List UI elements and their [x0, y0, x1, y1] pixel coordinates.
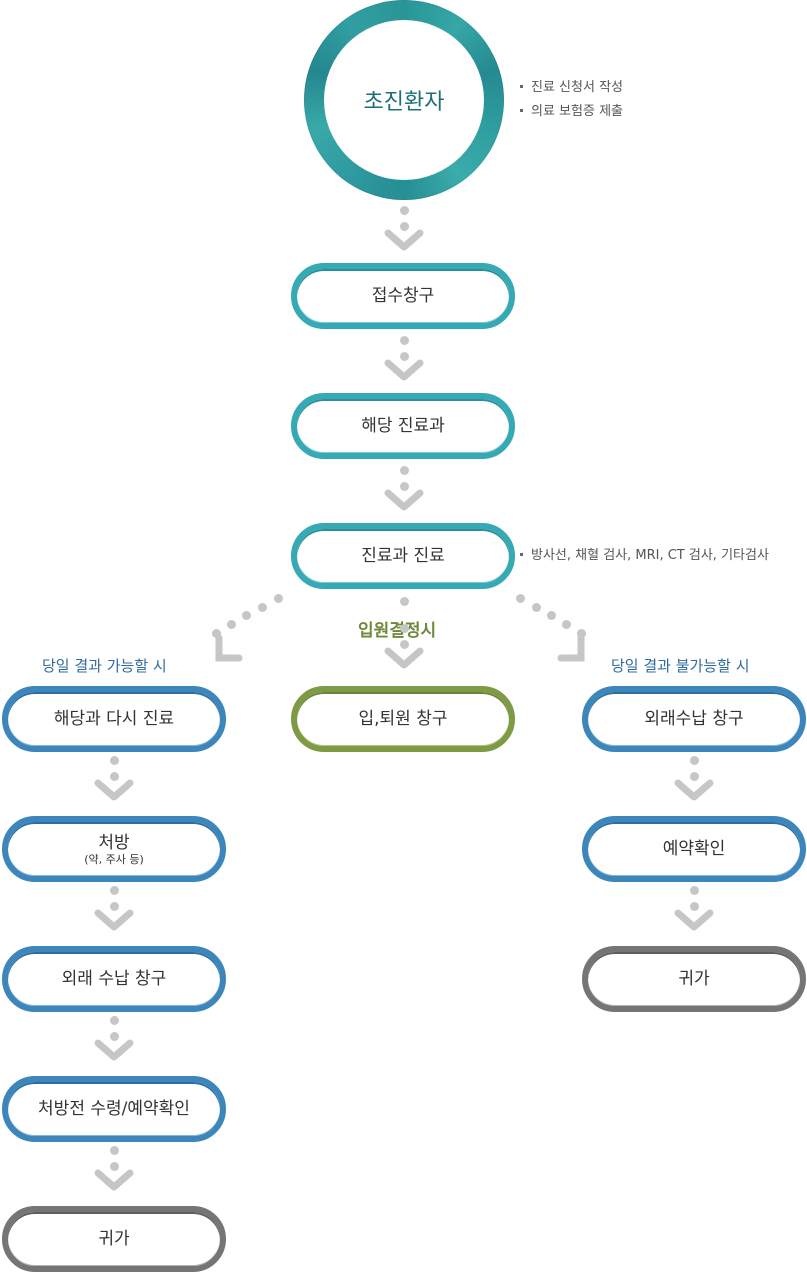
step-label: 외래 수납 창구 [61, 969, 167, 989]
step-label: 해당 진료과 [361, 416, 445, 436]
bullet-icon [520, 552, 523, 556]
connector-dot [689, 885, 699, 895]
connector-dot [109, 1145, 119, 1155]
connector-dot [241, 610, 251, 620]
step-sublabel: (약, 주사 등) [84, 852, 144, 866]
chevron-down-icon [674, 779, 714, 801]
connector-dot [399, 639, 409, 649]
consultation-note: 방사선, 채혈 검사, MRI, CT 검사, 기타검사 [520, 544, 769, 568]
step-label: 입,퇴원 창구 [358, 709, 448, 729]
chevron-down-icon [384, 489, 424, 511]
chevron-down-icon [94, 909, 134, 931]
left-step-receipt: 처방전 수령/예약확인 [2, 1076, 226, 1142]
chevron-down-icon [384, 647, 424, 669]
chevron-down-icon [674, 909, 714, 931]
connector-dot [399, 465, 409, 475]
connector-dot [109, 1015, 119, 1025]
connector-dot [531, 602, 541, 612]
bullet-icon [520, 84, 523, 88]
connector-dot [576, 628, 586, 638]
connector-dot [109, 885, 119, 895]
connector-dot [109, 1161, 119, 1171]
connector-dot [273, 593, 283, 603]
connector-dot [109, 755, 119, 765]
left-step-payment: 외래 수납 창구 [2, 946, 226, 1012]
connector-dot [399, 351, 409, 361]
start-note: 의료 보험증 제출 [520, 100, 623, 124]
left-step-reconsult: 해당과 다시 진료 [2, 686, 226, 752]
left-step-prescription: 처방 (약, 주사 등) [2, 816, 226, 882]
connector-dot [561, 619, 571, 629]
step-label: 진료과 진료 [361, 546, 445, 566]
right-branch-condition: 당일 결과 불가능할 시 [611, 657, 750, 675]
corner-arrow-icon [557, 634, 585, 662]
right-step-payment: 외래수납 창구 [582, 686, 806, 752]
connector-dot [399, 221, 409, 231]
step-label: 예약확인 [662, 839, 726, 859]
connector-dot [689, 771, 699, 781]
center-branch-condition: 입원결정시 [358, 621, 437, 641]
start-node-label: 초진환자 [363, 90, 445, 115]
connector-dot [399, 481, 409, 491]
step-label: 귀가 [98, 1229, 130, 1249]
step-label: 해당과 다시 진료 [53, 709, 175, 729]
bullet-icon [520, 108, 523, 112]
step-label: 외래수납 창구 [644, 709, 744, 729]
step-department: 해당 진료과 [291, 393, 515, 459]
connector-dot [211, 628, 221, 638]
corner-arrow-icon [215, 634, 243, 662]
step-label: 처방전 수령/예약확인 [38, 1099, 190, 1119]
connector-dot [689, 755, 699, 765]
connector-dot [399, 623, 409, 633]
start-note: 진료 신청서 작성 [520, 76, 623, 100]
left-step-go-home: 귀가 [2, 1206, 226, 1272]
connector-dot [109, 1031, 119, 1041]
start-notes: 진료 신청서 작성 의료 보험증 제출 [520, 76, 623, 124]
connector-dot [399, 205, 409, 215]
step-label: 접수창구 [371, 286, 435, 306]
center-step-admission: 입,퇴원 창구 [291, 686, 515, 752]
start-node-ring: 초진환자 [304, 0, 504, 200]
step-label: 귀가 [678, 969, 710, 989]
step-consultation: 진료과 진료 [291, 523, 515, 589]
step-reception: 접수창구 [291, 263, 515, 329]
connector-dot [399, 596, 409, 606]
right-step-go-home: 귀가 [582, 946, 806, 1012]
connector-dot [109, 771, 119, 781]
connector-dot [109, 901, 119, 911]
step-label: 처방 [98, 832, 130, 853]
connector-dot [515, 593, 525, 603]
connector-dot [546, 610, 556, 620]
right-step-reservation: 예약확인 [582, 816, 806, 882]
chevron-down-icon [384, 359, 424, 381]
connector-dot [226, 619, 236, 629]
connector-dot [689, 901, 699, 911]
connector-dot [399, 335, 409, 345]
connector-dot [257, 602, 267, 612]
chevron-down-icon [94, 1169, 134, 1191]
chevron-down-icon [94, 1039, 134, 1061]
chevron-down-icon [384, 229, 424, 251]
chevron-down-icon [94, 779, 134, 801]
left-branch-condition: 당일 결과 가능할 시 [42, 657, 167, 675]
start-node: 초진환자 [324, 20, 484, 180]
